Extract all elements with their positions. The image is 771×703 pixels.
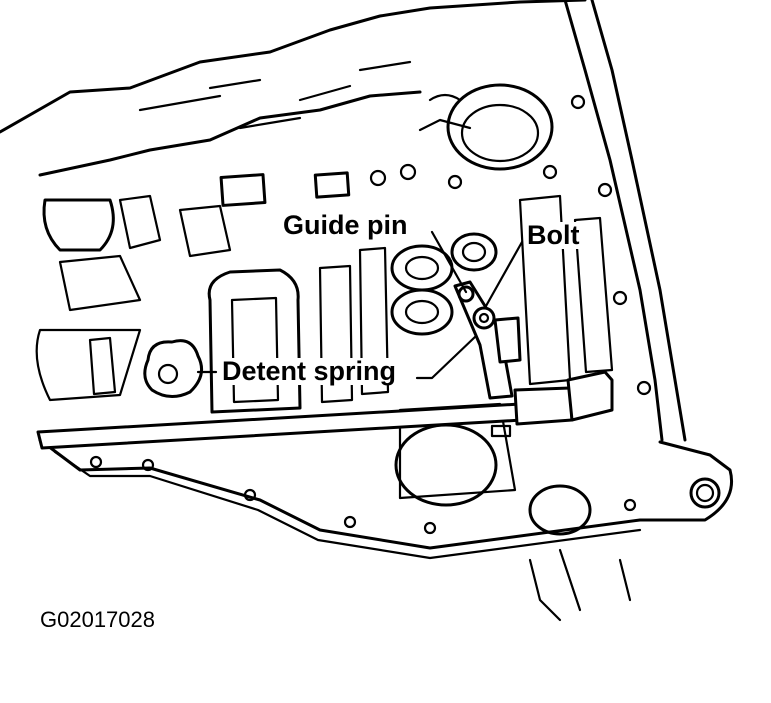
guide-pin-leader (430, 230, 468, 294)
bolt-leader (484, 240, 524, 308)
leader-lines (196, 230, 524, 380)
detent-spring-leader (415, 334, 478, 380)
figure-code: G02017028 (40, 607, 155, 632)
detent-spring-part (453, 280, 522, 400)
guide-pin-label: Guide pin (280, 212, 411, 239)
valve-body-casting (0, 0, 687, 442)
manual-shaft (36, 370, 614, 450)
bolt-label: Bolt (524, 222, 583, 249)
detent-spring-label: Detent spring (218, 358, 401, 385)
